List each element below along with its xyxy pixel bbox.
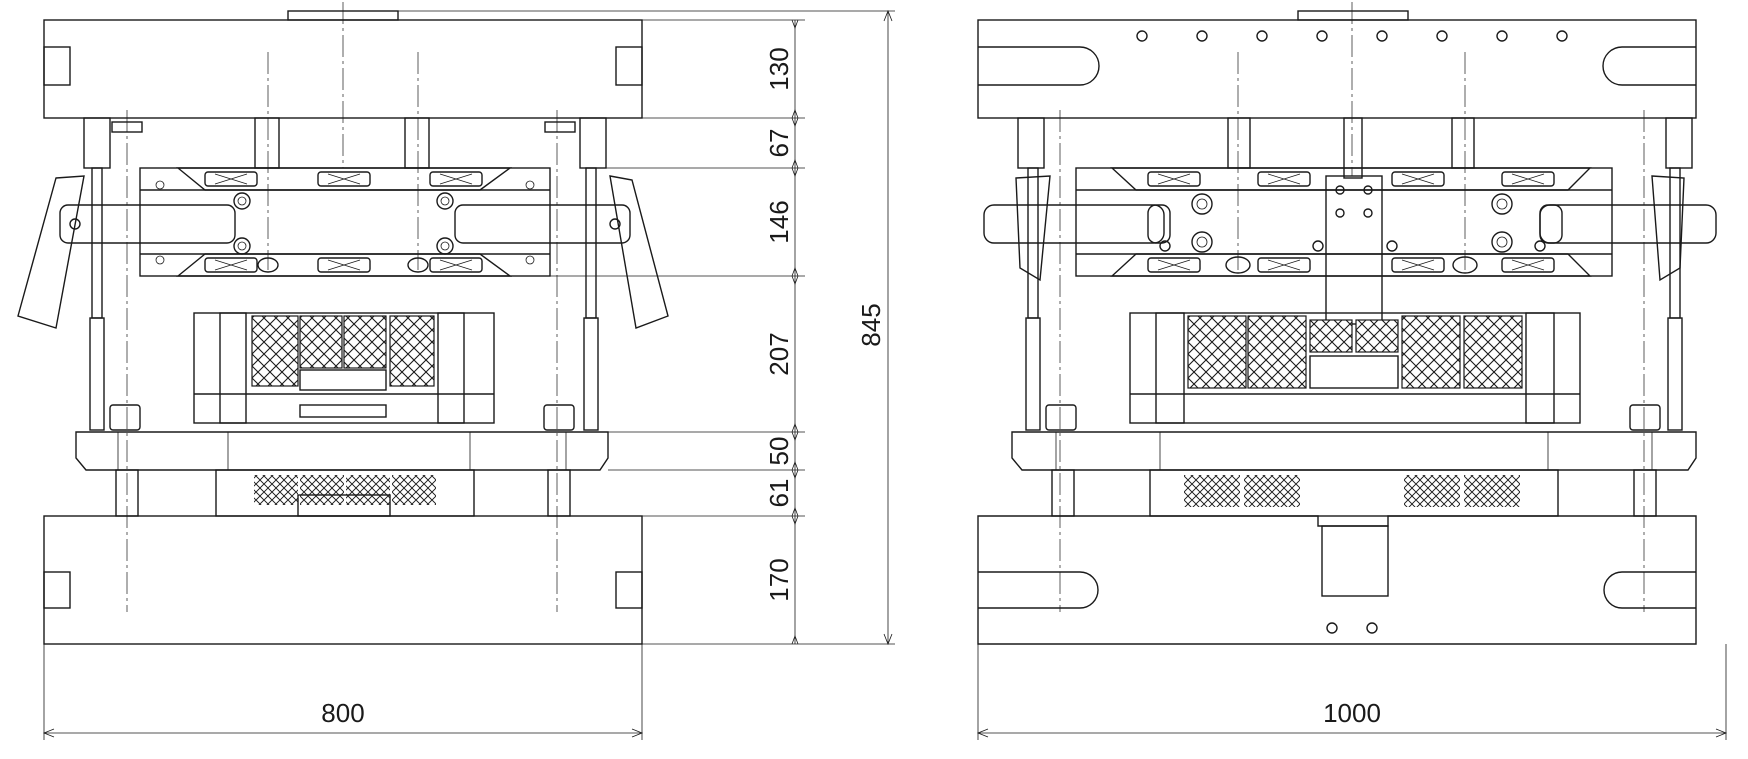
dimension-ticks — [791, 19, 799, 645]
dim-146: 146 — [764, 200, 794, 243]
guide-pillar-left — [83, 117, 111, 169]
front-view — [977, 2, 1717, 645]
top-clamp-plate-front — [977, 19, 1697, 119]
dim-130: 130 — [764, 47, 794, 90]
clamp-slot-front-left — [978, 46, 1100, 86]
dim-170: 170 — [764, 558, 794, 601]
vertical-dimension-chain: 130 67 146 207 50 61 170 845 — [398, 9, 895, 646]
slide-plate-front — [1075, 167, 1613, 277]
dim-1000: 1000 — [1323, 698, 1381, 728]
support-block-front — [1149, 469, 1559, 517]
dim-67: 67 — [764, 129, 794, 158]
dim-207: 207 — [764, 332, 794, 375]
slider-rod-right — [454, 204, 631, 244]
lower-plate-front — [1011, 431, 1697, 471]
cavity-block-front — [1129, 312, 1581, 424]
dim-800: 800 — [321, 698, 364, 728]
width-dimension-left: 800 — [42, 644, 644, 740]
bottom-clamp-plate-front — [977, 515, 1697, 645]
cam-blocks-bottom — [204, 257, 483, 273]
lower-plate — [75, 431, 609, 471]
hanger-bracket — [1325, 175, 1383, 325]
bottom-clamp-plate — [43, 515, 643, 645]
slider-rod-left — [59, 204, 236, 244]
sprue-bushing-front — [1297, 10, 1409, 21]
clamp-slot-front-right — [1602, 46, 1696, 86]
dim-50: 50 — [764, 437, 794, 466]
clamp-slot-right — [615, 46, 643, 86]
lifter-arm-left — [17, 175, 85, 329]
cam-blocks-front — [1147, 171, 1555, 274]
cavity-block — [193, 312, 495, 424]
dim-845: 845 — [856, 303, 886, 346]
dim-61: 61 — [764, 479, 794, 508]
side-view — [17, 2, 669, 645]
guide-pillar-right — [579, 117, 607, 169]
clamp-slot-left — [43, 46, 71, 86]
lifter-arm-right — [609, 175, 669, 329]
bolt-holes-top — [1136, 30, 1568, 42]
width-dimension-right: 1000 — [976, 644, 1728, 740]
cam-blocks-top — [204, 171, 483, 187]
